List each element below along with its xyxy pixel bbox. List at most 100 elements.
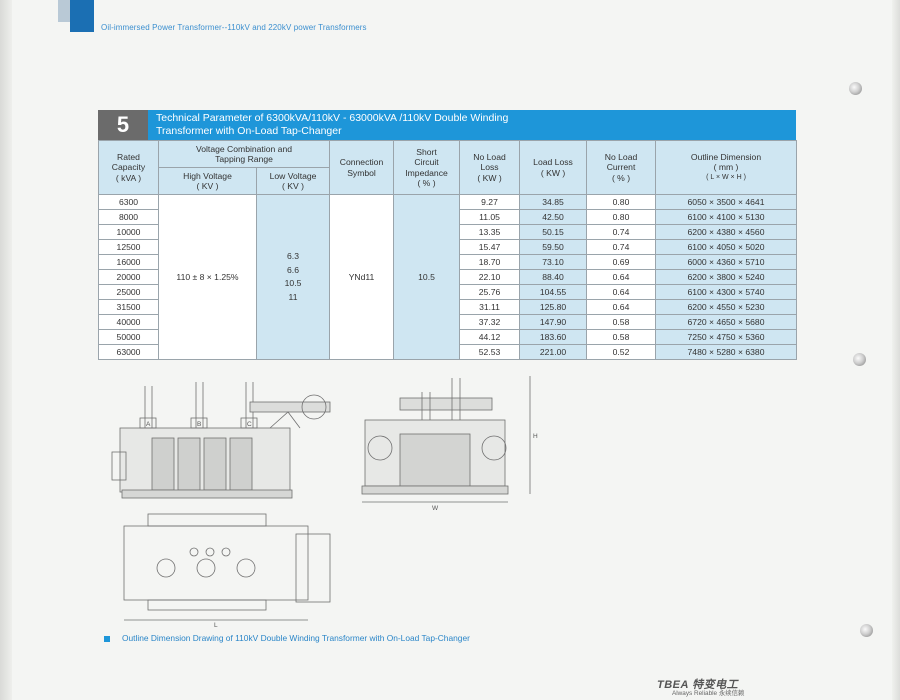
cell-no-load-loss: 11.05 [459,209,521,225]
header-text: ( KW ) [477,172,502,183]
header-text: ( KW ) [540,167,566,178]
low-voltage-value: 6.3 [287,251,299,261]
cell-outline-dimension: 6100 × 4100 × 5130 [655,209,798,225]
cell-no-load-current: 0.64 [586,284,657,300]
header-text: Short [416,146,437,157]
section-title-line-2: Transformer with On-Load Tap-Changer [156,125,342,137]
cell-rated-capacity: 10000 [98,224,159,240]
cell-no-load-loss: 13.35 [459,224,521,240]
scan-edge-right [892,0,900,700]
header-text: ( L × W × H ) [706,173,746,181]
cell-no-load-loss: 25.76 [459,284,521,300]
side-elevation-view [111,382,331,499]
cell-load-loss: 50.15 [519,224,588,240]
header-text: ( KV ) [196,181,219,191]
header-text: Outline Dimension [690,151,762,162]
running-header: Oil-immersed Power Transformer--110kV an… [101,23,367,32]
header-load-loss: Load Loss ( KW ) [519,140,588,195]
cell-no-load-current: 0.52 [586,344,657,360]
header-text: Current [606,162,636,173]
header-text: Load Loss [533,157,573,167]
header-low-voltage: Low Voltage ( KV ) [255,167,331,195]
cell-no-load-current: 0.74 [586,224,657,240]
header-text: Symbol [347,167,376,178]
cell-outline-dimension: 6200 × 4380 × 4560 [655,224,798,240]
cell-outline-dimension: 6100 × 4300 × 5740 [655,284,798,300]
binder-hole-top [849,82,862,95]
section-title-line-1: Technical Parameter of 6300kVA/110kV - 6… [156,112,509,124]
cell-rated-capacity: 16000 [98,254,159,270]
header-text: Capacity [111,162,146,173]
cell-no-load-current: 0.64 [586,269,657,285]
cell-outline-dimension: 7250 × 4750 × 5360 [655,329,798,345]
header-text: No Load [604,151,638,162]
cell-no-load-loss: 22.10 [459,269,521,285]
cell-outline-dimension: 6200 × 4550 × 5230 [655,299,798,315]
header-text: ( KV ) [282,181,304,191]
low-voltage-value: 6.6 [287,264,299,275]
caption-bullet [104,636,110,642]
cell-outline-dimension: 6100 × 4050 × 5020 [655,239,798,255]
low-voltage-value: 11 [288,291,298,302]
cell-rated-capacity: 12500 [98,239,159,255]
cell-outline-dimension: 7480 × 5280 × 6380 [655,344,798,360]
header-text: High Voltage [183,170,232,181]
header-text: Voltage Combination and [195,143,293,154]
header-tab-shadow [58,0,70,22]
binder-hole-middle [853,353,866,366]
header-text: Circuit [414,157,439,167]
bushing-label-a: A [146,421,151,428]
header-connection-symbol: Connection Symbol [329,140,395,195]
cell-load-loss: 42.50 [519,209,588,225]
section-title: Technical Parameter of 6300kVA/110kV - 6… [156,112,776,138]
cell-impedance: 10.5 [393,194,461,360]
header-short-circuit-impedance: Short Circuit Impedance ( % ) [393,140,461,195]
cell-outline-dimension: 6050 × 3500 × 4641 [655,194,798,210]
cell-no-load-current: 0.69 [586,254,657,270]
header-rated-capacity: Rated Capacity ( kVA ) [98,140,159,195]
length-dimension-label: L [214,622,218,629]
cell-load-loss: 73.10 [519,254,588,270]
header-text: ( mm ) [713,162,739,173]
cell-rated-capacity: 31500 [98,299,159,315]
cell-no-load-current: 0.58 [586,314,657,330]
header-text: ( % ) [417,178,436,188]
bushing-label-c: C [247,421,252,428]
cell-rated-capacity: 6300 [98,194,159,210]
cell-load-loss: 125.80 [519,299,588,315]
section-number: 5 [98,110,148,140]
front-elevation-view [361,376,531,503]
cell-no-load-loss: 44.12 [459,329,521,345]
cell-rated-capacity: 50000 [98,329,159,345]
plan-view [123,513,331,621]
bushing-label-b: B [197,421,201,428]
header-voltage-combination: Voltage Combination and Tapping Range [157,140,331,168]
cell-load-loss: 147.90 [519,314,588,330]
cell-rated-capacity: 63000 [98,344,159,360]
cell-no-load-current: 0.58 [586,329,657,345]
header-text: ( kVA ) [115,172,142,183]
cell-no-load-loss: 15.47 [459,239,521,255]
header-text: No Load [473,151,506,162]
cell-load-loss: 34.85 [519,194,588,210]
cell-rated-capacity: 25000 [98,284,159,300]
cell-no-load-loss: 37.32 [459,314,521,330]
cell-no-load-loss: 18.70 [459,254,521,270]
cell-no-load-current: 0.74 [586,239,657,255]
cell-outline-dimension: 6720 × 4650 × 5680 [655,314,798,330]
cell-load-loss: 221.00 [519,344,588,360]
brand-tagline: Always Reliable 永续信赖 [672,690,745,697]
header-text: Connection [339,157,384,167]
cell-no-load-current: 0.80 [586,209,657,225]
header-no-load-loss: No Load Loss ( KW ) [459,140,521,195]
header-high-voltage: High Voltage ( KV ) [158,167,257,195]
binder-hole-bottom [860,624,873,637]
